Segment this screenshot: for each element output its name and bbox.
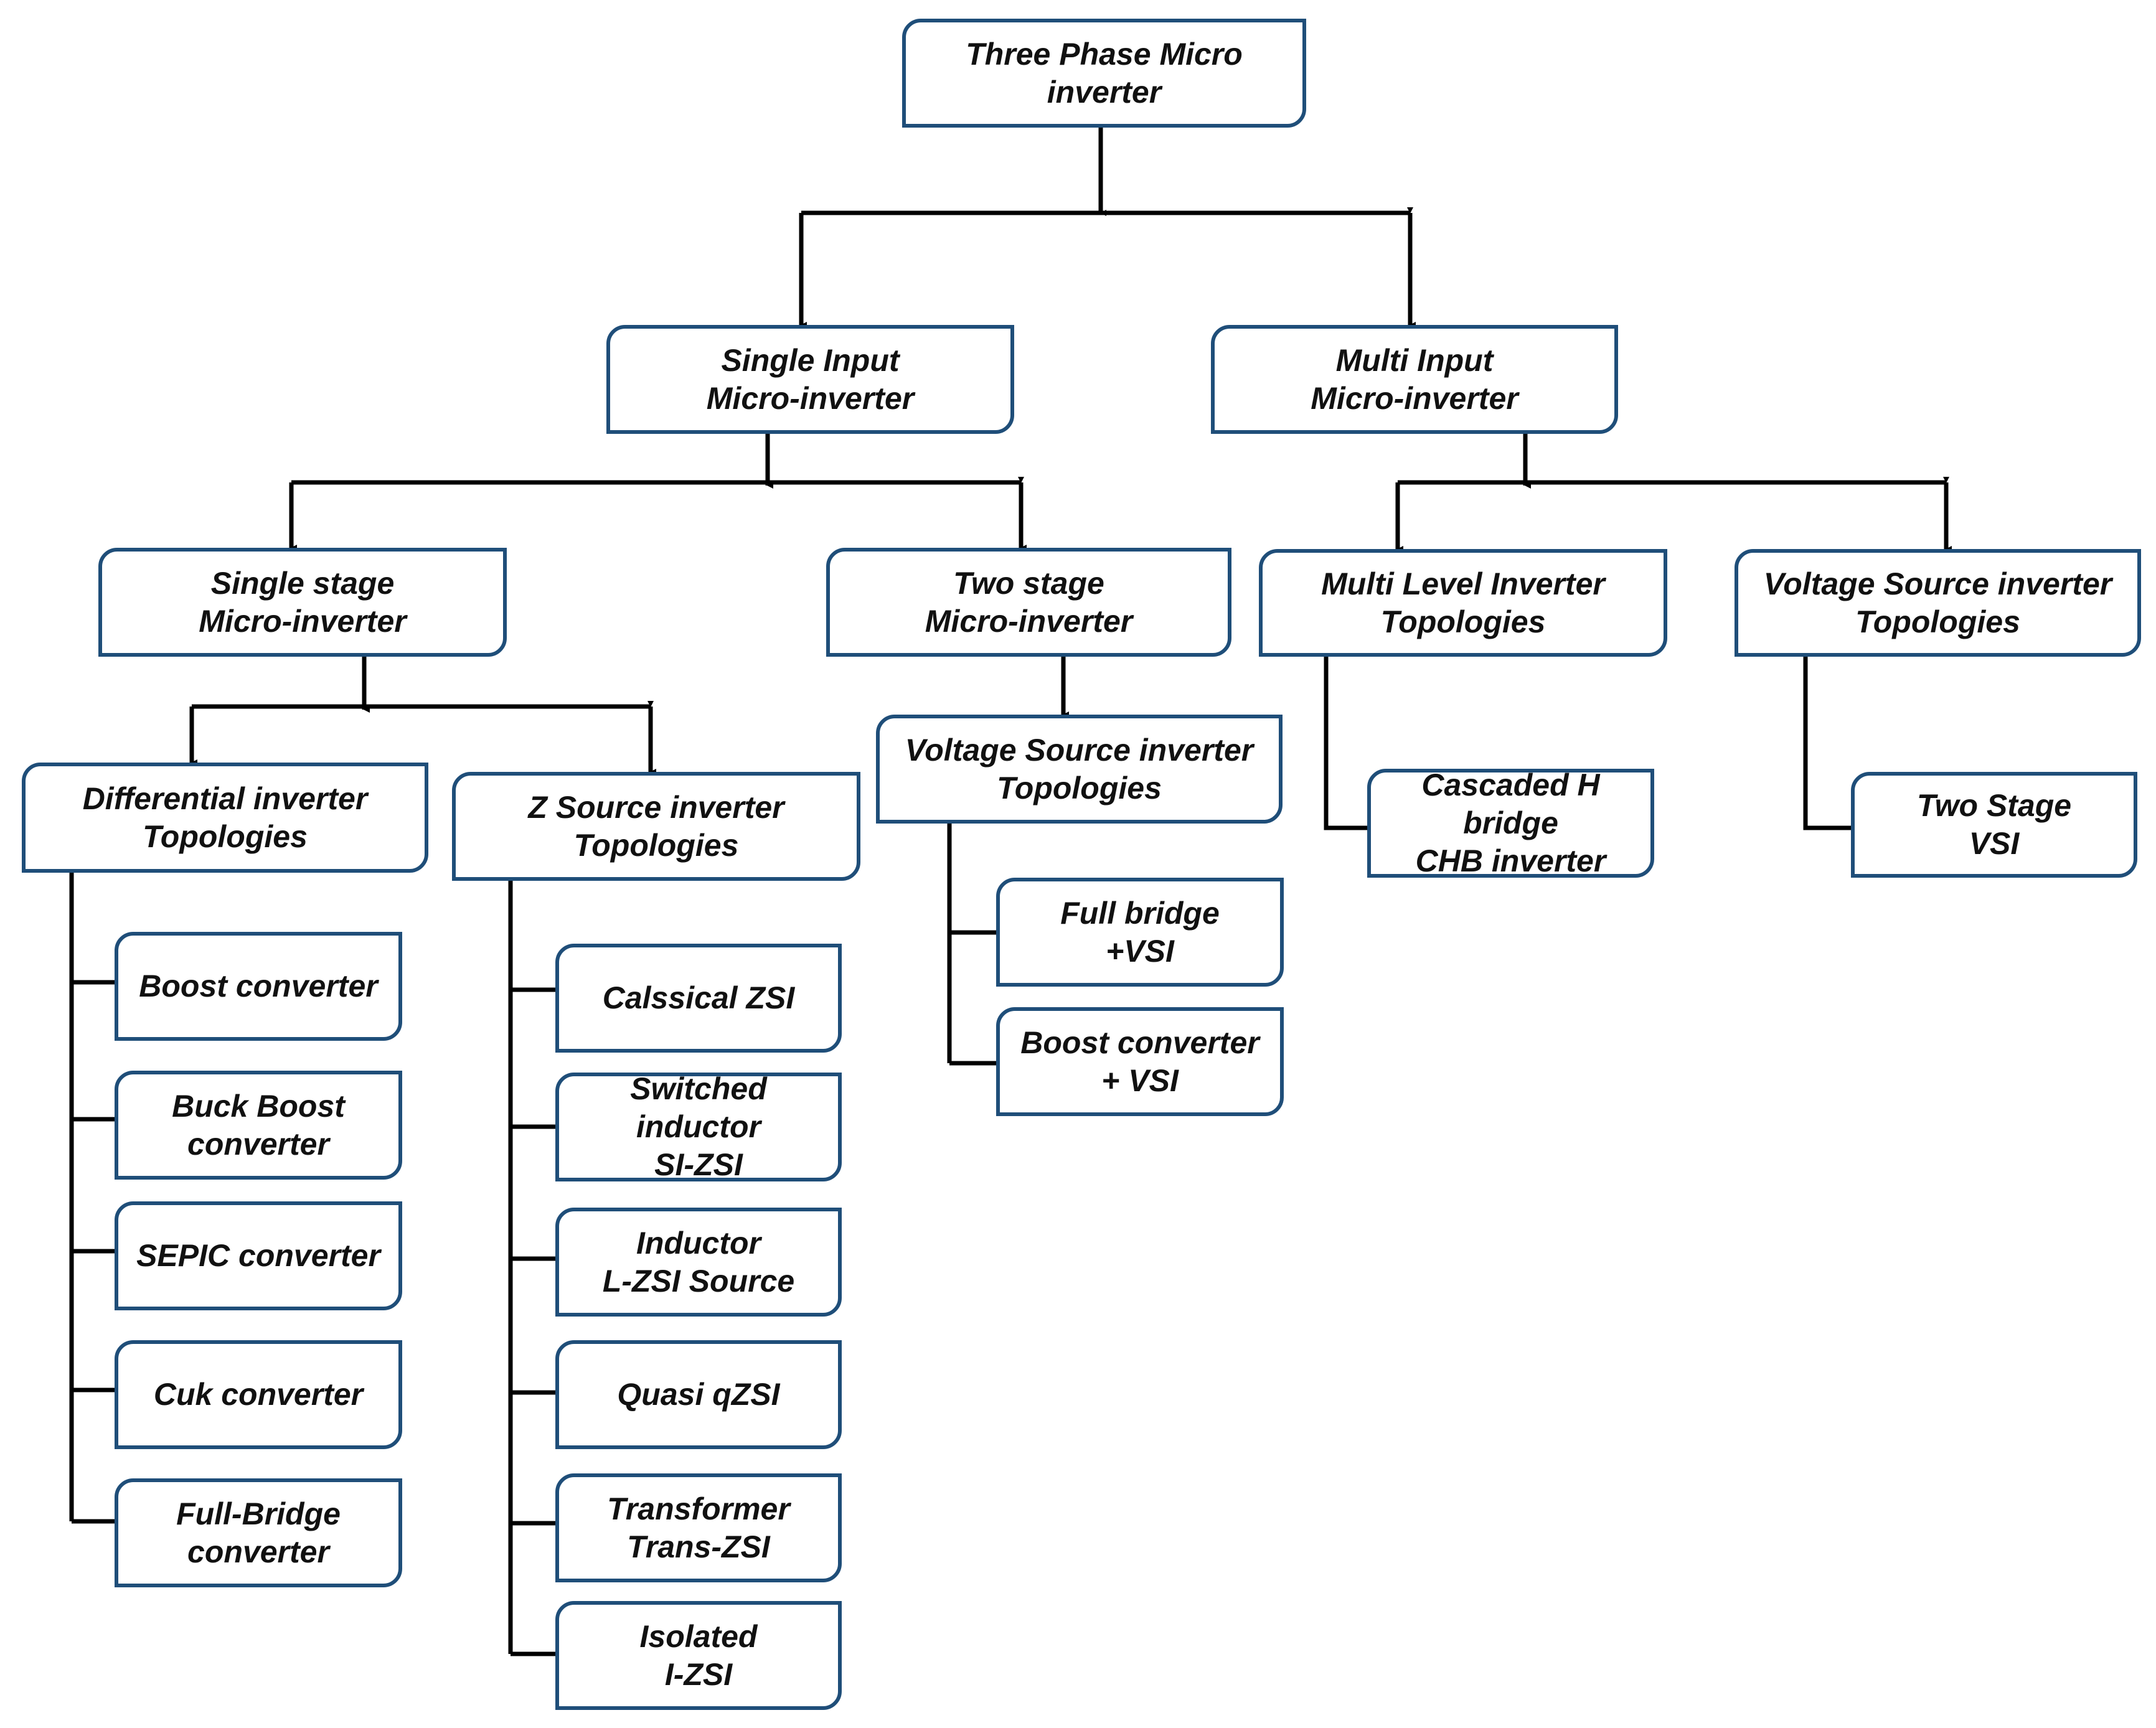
node-qzsi: Quasi qZSI <box>555 1340 842 1449</box>
node-full-bridge-vsi: Full bridge +VSI <box>996 878 1284 987</box>
node-l-zsi: Inductor L-ZSI Source <box>555 1208 842 1317</box>
node-two-stage-micro-inverter: Two stage Micro-inverter <box>826 548 1231 657</box>
node-cascaded-h-bridge: Cascaded H bridge CHB inverter <box>1367 768 1654 878</box>
node-two-stage-vsi: Two Stage VSI <box>1851 772 2137 878</box>
node-differential-inverter-topologies: Differential inverter Topologies <box>22 763 428 873</box>
connector-line <box>1803 657 1851 830</box>
node-z-source-inverter-topologies: Z Source inverter Topologies <box>452 772 860 881</box>
node-single-input-micro-inverter: Single Input Micro-inverter <box>606 325 1014 434</box>
node-si-zsi: Switched inductor SI-ZSI <box>555 1071 842 1182</box>
node-multi-input-micro-inverter: Multi Input Micro-inverter <box>1211 325 1618 434</box>
node-trans-zsi: Transformer Trans-ZSI <box>555 1473 842 1582</box>
connector-line <box>1324 657 1367 830</box>
node-multi-level-inverter-topologies: Multi Level Inverter Topologies <box>1259 549 1667 657</box>
node-voltage-source-inverter-topologies-multi: Voltage Source inverter Topologies <box>1735 549 2141 657</box>
node-classical-zsi: Calssical ZSI <box>555 944 842 1053</box>
node-boost-converter: Boost converter <box>115 932 402 1041</box>
node-cuk-converter: Cuk converter <box>115 1340 402 1449</box>
node-buck-boost-converter: Buck Boost converter <box>115 1071 402 1180</box>
node-three-phase-micro-inverter: Three Phase Micro inverter <box>902 19 1306 128</box>
node-single-stage-micro-inverter: Single stage Micro-inverter <box>98 548 507 657</box>
node-full-bridge-converter: Full-Bridge converter <box>115 1478 402 1587</box>
node-boost-converter-vsi: Boost converter + VSI <box>996 1007 1284 1116</box>
node-i-zsi: Isolated I-ZSI <box>555 1601 842 1710</box>
node-sepic-converter: SEPIC converter <box>115 1201 402 1310</box>
node-voltage-source-inverter-topologies-two-stage: Voltage Source inverter Topologies <box>876 715 1283 824</box>
